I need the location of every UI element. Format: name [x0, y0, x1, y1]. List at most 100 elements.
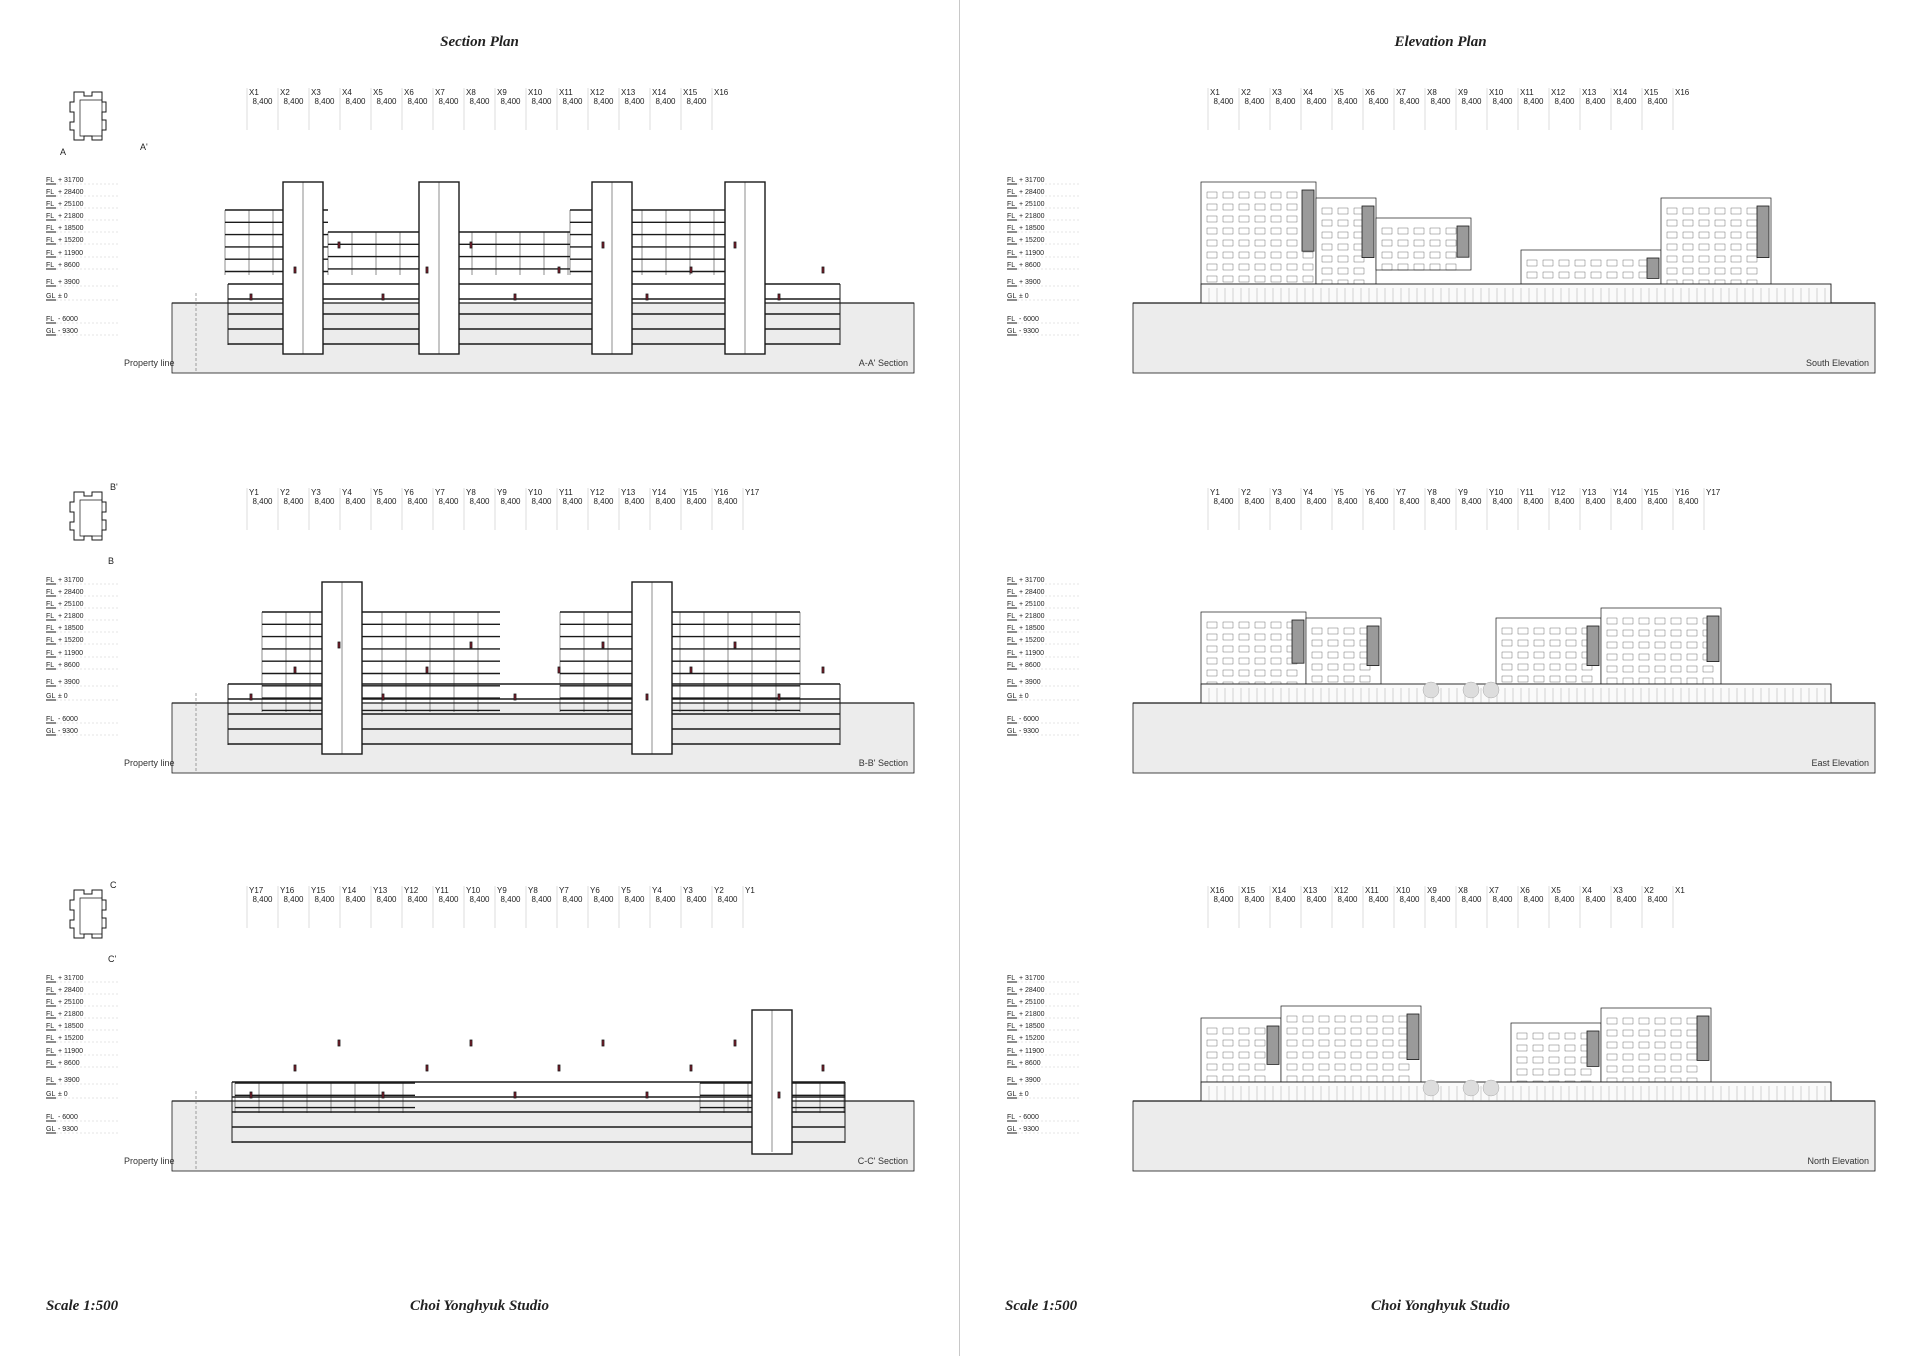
window — [1686, 1065, 1698, 1073]
level-tag: GL — [46, 693, 55, 700]
bay-dimension: 8,400 — [1275, 895, 1296, 904]
window — [1286, 1027, 1298, 1035]
person-figure — [601, 1039, 605, 1047]
bay-dimension: 8,400 — [469, 895, 490, 904]
window — [1254, 263, 1266, 271]
grid-axis-label: Y13 — [621, 488, 636, 497]
level-tag: FL — [1007, 987, 1015, 994]
level-tag: FL — [1007, 225, 1015, 232]
grid-axis-label: X8 — [1458, 886, 1468, 895]
bay-dimension: 8,400 — [1244, 497, 1265, 506]
window — [1698, 255, 1710, 263]
bay-dimension: 8,400 — [655, 497, 676, 506]
window — [1238, 203, 1250, 211]
window — [1302, 1039, 1314, 1047]
window — [1666, 207, 1678, 215]
grid-axis-label: X15 — [683, 88, 698, 97]
grid-axis-label: X7 — [1396, 88, 1406, 97]
bay-dimension: 8,400 — [1399, 895, 1420, 904]
window — [1501, 651, 1513, 659]
bay-dimension: 8,400 — [376, 97, 397, 106]
grid-axis-label: Y11 — [1520, 488, 1534, 497]
grid-axis-label: Y4 — [342, 488, 352, 497]
grid-axis-label: X16 — [1210, 886, 1225, 895]
window — [1606, 1065, 1618, 1073]
sheet-title: Elevation Plan — [1394, 34, 1487, 50]
person-figure — [425, 1064, 429, 1072]
window — [1321, 243, 1333, 251]
shadow-plane — [1696, 1015, 1710, 1061]
person-figure — [513, 693, 517, 701]
grid-axis-label: X7 — [1489, 886, 1499, 895]
level-value: + 15200 — [1019, 1035, 1045, 1042]
window — [1606, 271, 1618, 279]
window — [1638, 665, 1650, 673]
bay-dimension: 8,400 — [1492, 895, 1513, 904]
window — [1564, 1032, 1576, 1040]
window — [1682, 207, 1694, 215]
window — [1334, 1051, 1346, 1059]
level-tag: GL — [46, 328, 55, 335]
window — [1574, 271, 1586, 279]
level-tag: FL — [1007, 250, 1015, 257]
level-value: ± 0 — [58, 293, 68, 300]
level-value: + 3900 — [58, 279, 80, 286]
window — [1311, 651, 1323, 659]
window — [1517, 627, 1529, 635]
bay-dimension: 8,400 — [593, 895, 614, 904]
ground-band — [1132, 702, 1876, 774]
window — [1445, 263, 1457, 271]
key-plan — [69, 889, 107, 939]
window — [1254, 251, 1266, 259]
level-tag: FL — [1007, 1035, 1015, 1042]
bay-dimension: 8,400 — [531, 895, 552, 904]
window — [1321, 219, 1333, 227]
window — [1532, 1032, 1544, 1040]
window — [1670, 1017, 1682, 1025]
window — [1270, 621, 1282, 629]
level-value: - 6000 — [1019, 1114, 1039, 1121]
ground-band — [1132, 302, 1876, 374]
level-value: + 8600 — [1019, 262, 1041, 269]
level-tag: FL — [46, 577, 54, 584]
bay-dimension: 8,400 — [314, 97, 335, 106]
window — [1254, 239, 1266, 247]
grid-axis-label: X8 — [1427, 88, 1437, 97]
window — [1302, 251, 1314, 259]
drawing-caption: A-A' Section — [859, 358, 908, 368]
window — [1366, 1063, 1378, 1071]
window — [1533, 627, 1545, 635]
window — [1238, 227, 1250, 235]
window — [1682, 267, 1694, 275]
level-value: + 3900 — [58, 1077, 80, 1084]
bay-dimension: 8,400 — [1430, 497, 1451, 506]
window — [1654, 1053, 1666, 1061]
window — [1286, 227, 1298, 235]
grid-axis-label: X5 — [1551, 886, 1561, 895]
level-tag: FL — [1007, 1114, 1015, 1121]
bay-dimension: 8,400 — [1368, 97, 1389, 106]
window — [1638, 1065, 1650, 1073]
window — [1359, 675, 1371, 683]
level-value: + 31700 — [58, 577, 84, 584]
window — [1238, 657, 1250, 665]
window — [1254, 657, 1266, 665]
grid-axis-label: Y7 — [435, 488, 445, 497]
window — [1445, 251, 1457, 259]
window — [1606, 259, 1618, 267]
level-tag: FL — [1007, 716, 1015, 723]
level-value: + 28400 — [1019, 189, 1045, 196]
bay-dimension: 8,400 — [717, 895, 738, 904]
level-tag: FL — [46, 1077, 54, 1084]
window — [1222, 275, 1234, 283]
studio-label: Choi Yonghyuk Studio — [1371, 1298, 1510, 1314]
window — [1533, 675, 1545, 683]
key-plan-courtyard — [79, 499, 103, 537]
window — [1622, 665, 1634, 673]
tree — [1462, 1079, 1480, 1097]
window — [1337, 243, 1349, 251]
person-figure — [601, 241, 605, 249]
level-tag: GL — [1007, 728, 1016, 735]
level-value: + 3900 — [58, 679, 80, 686]
